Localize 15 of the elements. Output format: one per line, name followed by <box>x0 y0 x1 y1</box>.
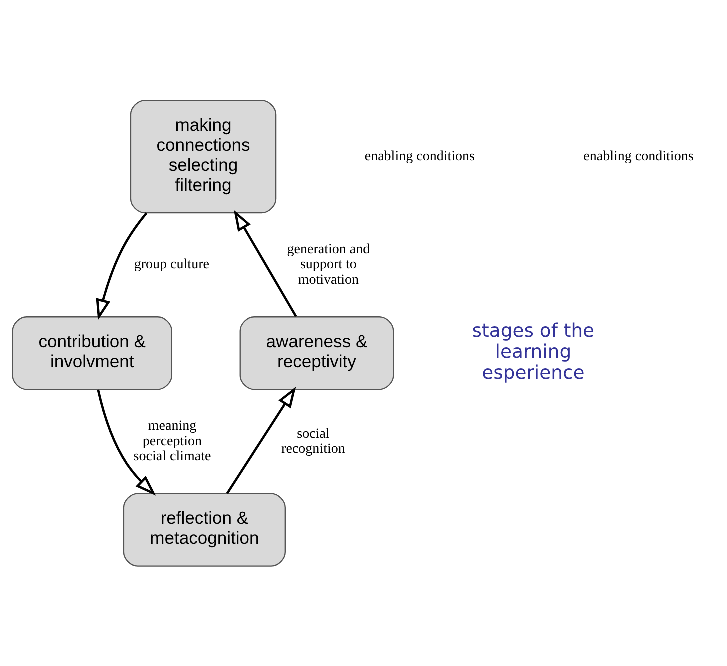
node-text: stages of the learning esperience <box>472 320 595 384</box>
arrow <box>234 210 298 317</box>
arrow <box>97 389 156 496</box>
label: enabling conditions <box>364 148 476 164</box>
edge-label: generation and support to motivation <box>287 240 370 288</box>
edge-label: meaning perception social climate <box>134 418 212 464</box>
node-box: contribution & involvment <box>12 316 172 390</box>
arrow <box>96 212 148 320</box>
edge-label: social recognition <box>282 425 346 456</box>
edge-label: group culture <box>134 256 210 272</box>
arrow <box>226 386 296 494</box>
node-box: making connections selecting filtering <box>130 100 277 214</box>
label: enabling conditions <box>584 148 694 164</box>
node-box: reflection & metacognition <box>123 492 286 566</box>
node-box: awareness & receptivity <box>240 316 394 390</box>
